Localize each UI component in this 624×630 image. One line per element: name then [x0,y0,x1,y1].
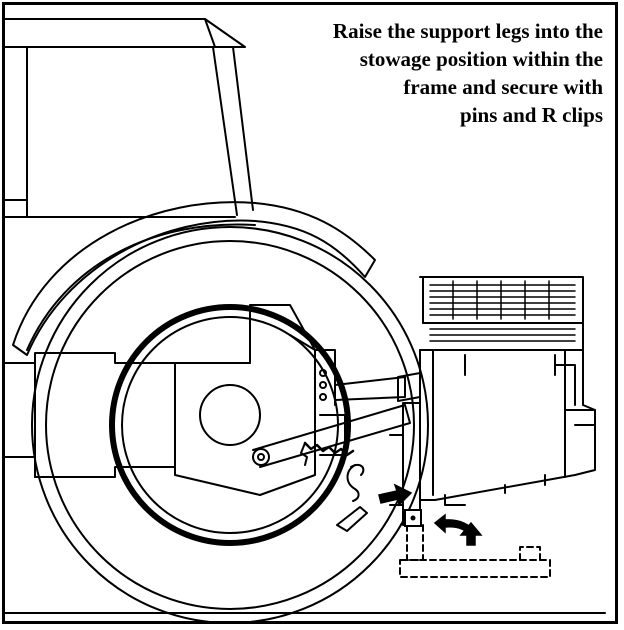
arrow-right-icon [378,483,413,507]
r-clip [346,463,365,502]
caption-line-4: pins and R clips [460,103,603,127]
illustration-frame: Raise the support legs into the stowage … [2,2,618,624]
curved-arrow-icon [433,513,477,536]
roller-drum [31,226,429,621]
caption-line-1: Raise the support legs into the [332,19,603,43]
roller-support-leg-illustration [5,18,606,621]
pin [336,506,368,532]
frame-arm [5,304,406,496]
caption-line-3: frame and secure with [403,75,603,99]
hood-grille [429,280,576,342]
instruction-caption: Raise the support legs into the stowage … [243,17,603,129]
machine-cab [5,18,254,218]
support-leg-lowered [399,524,551,578]
drum-fender [12,201,376,356]
caption-line-2: stowage position within the [359,47,603,71]
engine-hood [419,276,596,506]
link-bar [252,404,411,468]
